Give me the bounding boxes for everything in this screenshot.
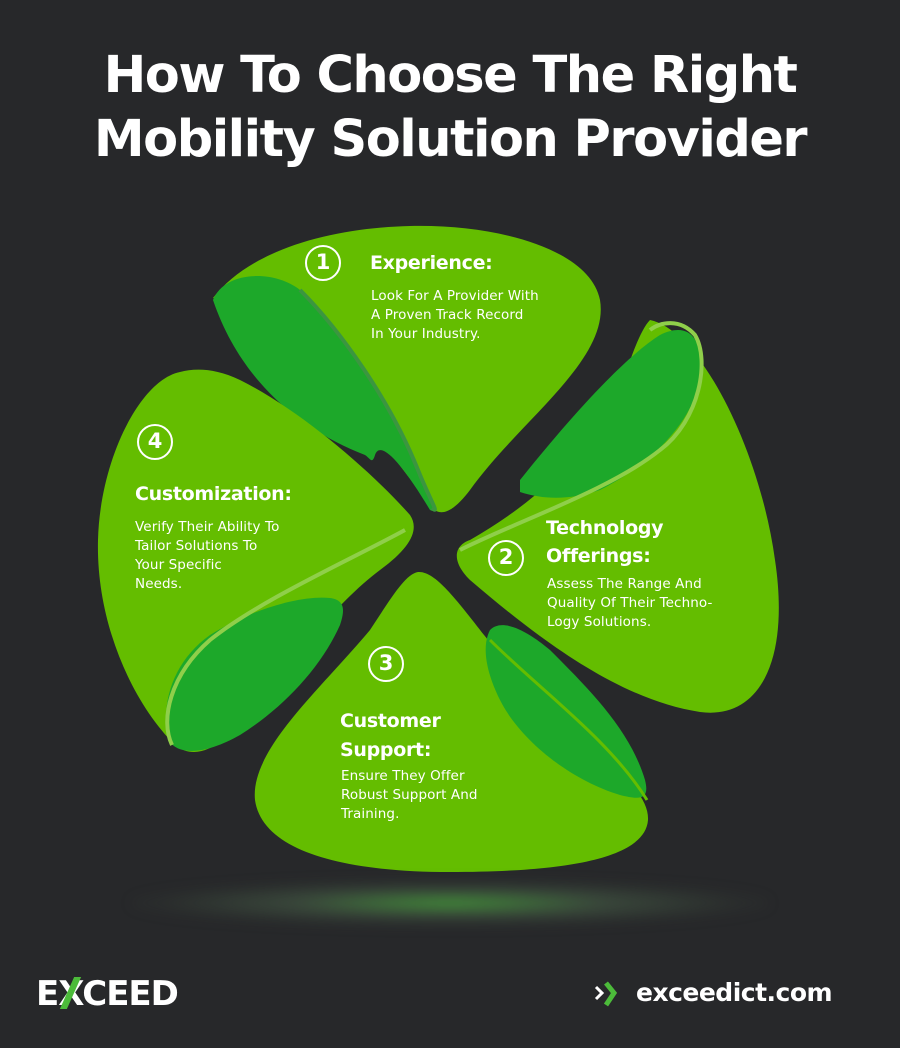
title-line-2: Mobility Solution Provider [93,110,808,169]
step-heading: Customer Support: [340,710,441,761]
step-number-badge: 2 [488,540,524,576]
fold-technology [520,330,701,498]
petal-technology [456,320,779,713]
step-heading: Technology Offerings: [546,517,664,567]
step-number-badge: 1 [305,245,341,281]
ground-glow [130,880,770,926]
exceed-logo: EXCEED [36,974,179,1014]
step-description: Assess The Range And Quality Of Their Te… [547,576,713,630]
fold-experience [213,276,435,511]
title-line-1: How To Choose The Right [103,46,798,105]
fold-customization [165,597,343,751]
step-heading: Customization: [135,483,292,505]
double-chevron-right-icon [594,980,618,1006]
petal-customer-support [254,571,649,872]
petal-customization [97,369,414,753]
step-description: Verify Their Ability To Tailor Solutions… [135,519,280,592]
step-description: Ensure They Offer Robust Support And Tra… [341,768,478,822]
step-number-badge: 3 [368,646,404,682]
step-heading: Experience: [370,252,493,274]
logo-x-accent: X [58,974,83,1014]
page-title: How To Choose The Right Mobility Solutio… [0,44,900,172]
step-description: Look For A Provider With A Proven Track … [371,288,539,342]
website-url[interactable]: exceedict.com [636,978,833,1007]
step-number-badge: 4 [137,424,173,460]
website-link[interactable]: exceedict.com [594,978,833,1007]
